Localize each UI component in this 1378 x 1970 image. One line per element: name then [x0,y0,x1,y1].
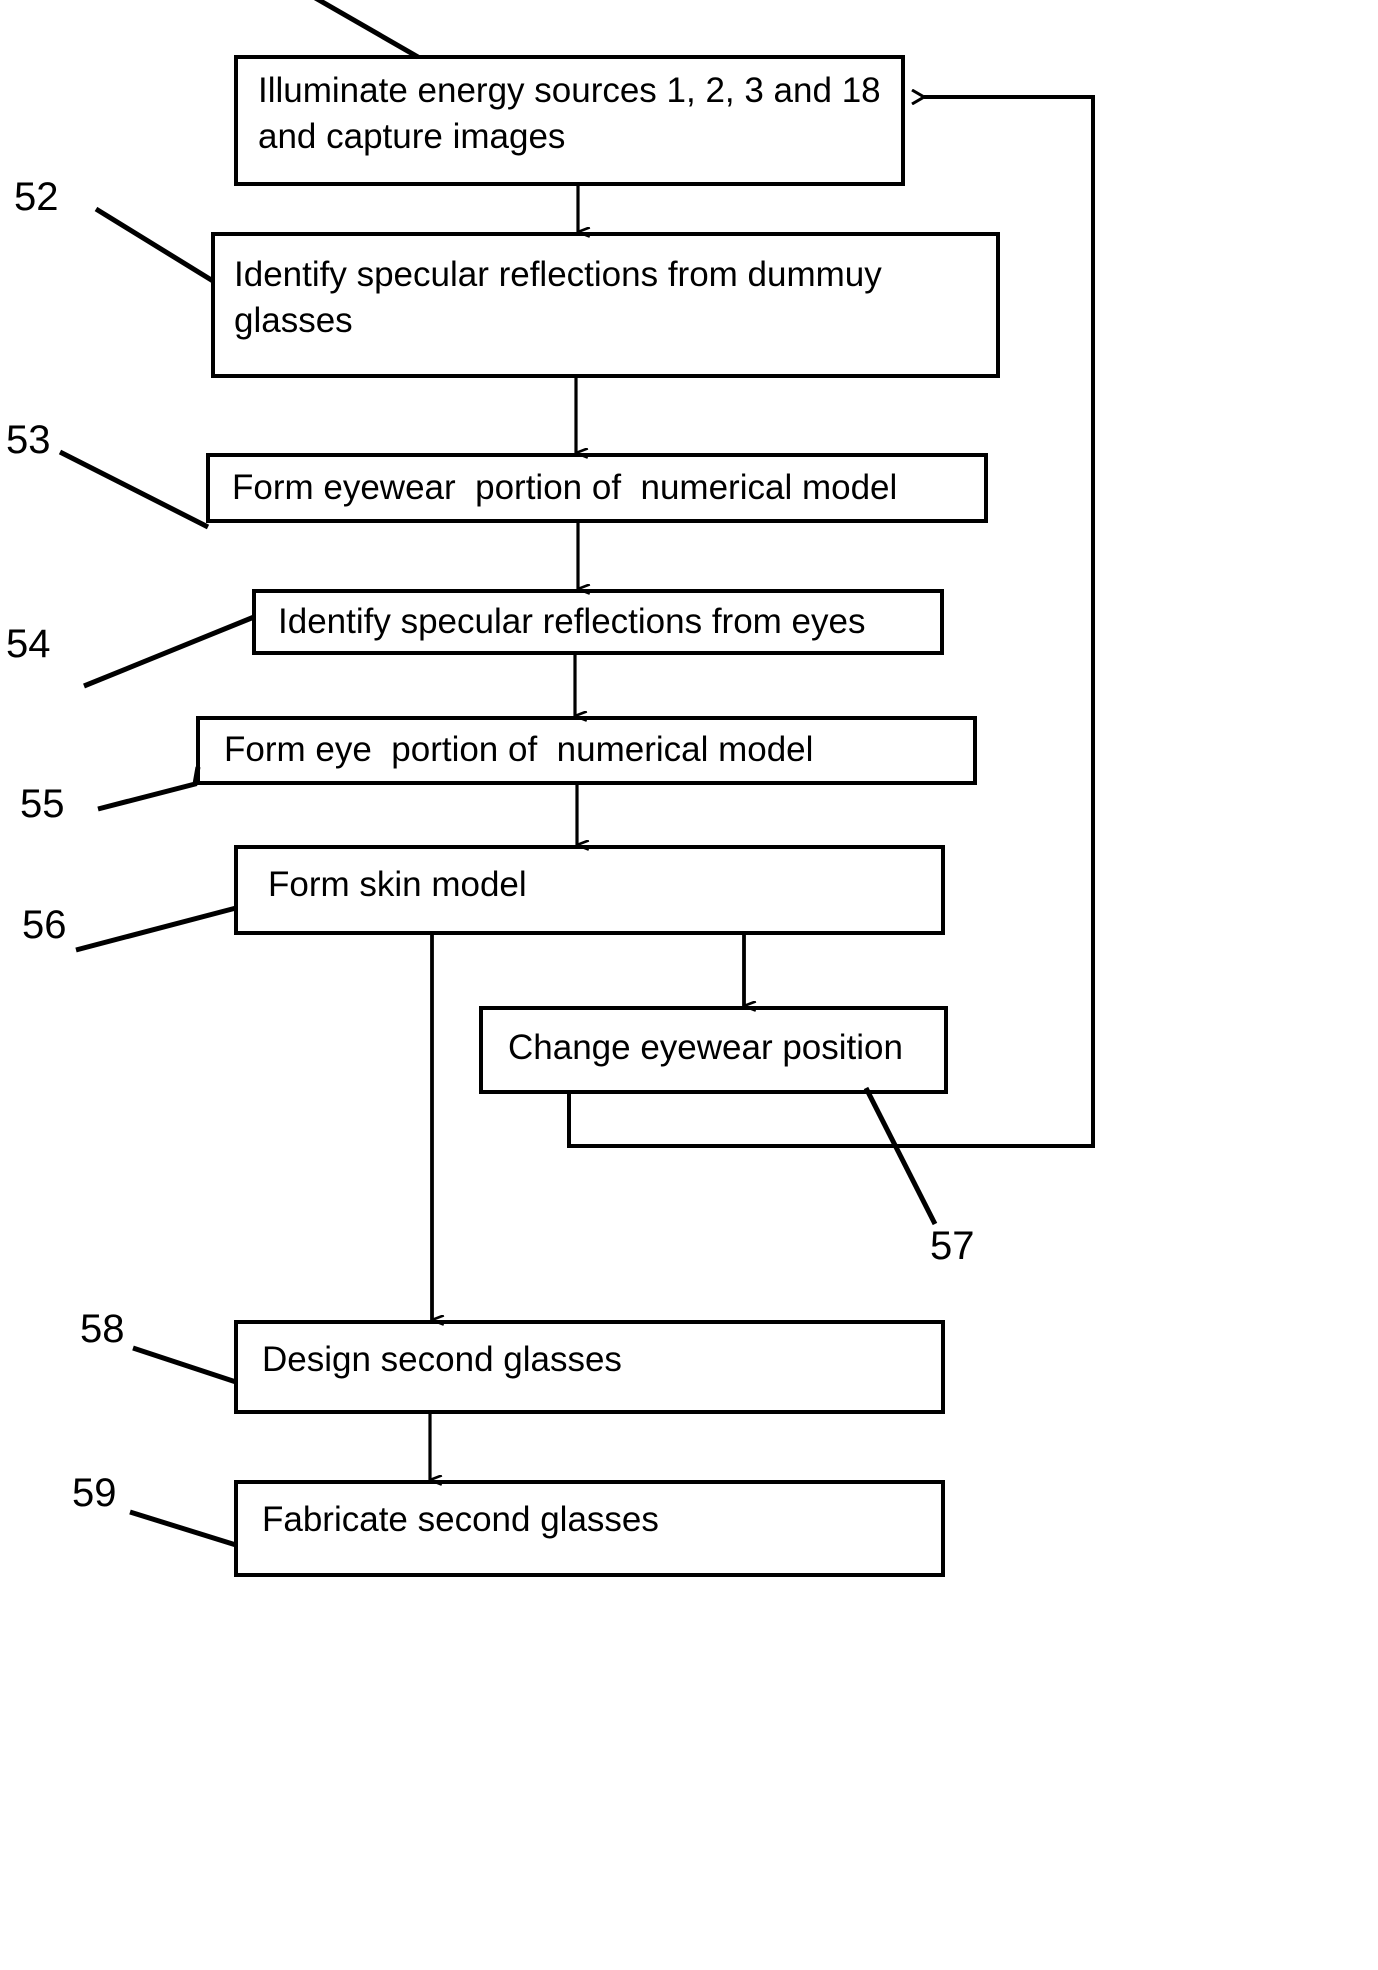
box-n54[interactable] [252,589,944,655]
edge-feedback-n57-n51 [567,97,1095,1148]
leader-58 [132,1345,237,1385]
box-n57[interactable] [479,1006,948,1094]
leader-59 [129,1509,237,1548]
box-n53[interactable] [206,453,988,523]
ref-numeral-57: 57 [930,1224,975,1268]
leader-57 [863,1086,938,1226]
leader-56 [75,905,237,953]
leader-53 [58,449,210,530]
leader-entry [313,0,420,60]
ref-numeral-58: 58 [80,1307,125,1351]
ref-numeral-53: 53 [6,418,51,462]
ref-numeral-59: 59 [72,1471,117,1515]
ref-numeral-56: 56 [22,903,67,947]
ref-numeral-55: 55 [20,782,65,826]
leader-55 [97,766,201,812]
box-n55[interactable] [196,716,977,785]
leader-52 [94,206,215,284]
box-n59[interactable] [234,1480,945,1577]
box-n51[interactable] [234,55,905,186]
leader-54 [83,614,255,689]
box-n52[interactable] [211,232,1000,378]
box-n56[interactable] [234,845,945,935]
ref-numeral-52: 52 [14,175,59,219]
ref-numeral-54: 54 [6,622,51,666]
box-n58[interactable] [234,1320,945,1414]
